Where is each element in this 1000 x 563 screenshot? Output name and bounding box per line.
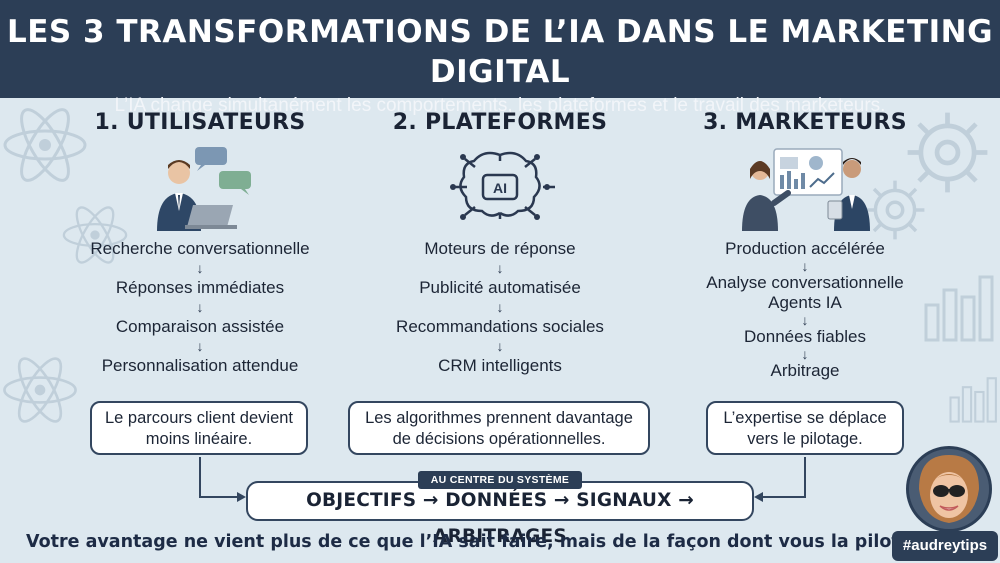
down-arrow-icon: ↓ <box>496 338 504 354</box>
column-marketeurs: 3. MARKETEURS Production accélérée ↓ Ana… <box>665 110 945 381</box>
avatar <box>906 446 992 532</box>
down-arrow-icon: ↓ <box>496 299 504 315</box>
column-utilisateurs: 1. UTILISATEURS Recherche conversationne… <box>60 110 340 376</box>
gear-icon <box>907 112 988 193</box>
note-box-utilisateurs: Le parcours client devient moins linéair… <box>90 401 308 455</box>
note-line: Les algorithmes prennent davantage <box>365 409 633 427</box>
page-subtitle: L’IA change simultanément les comporteme… <box>114 95 886 116</box>
gear-icon <box>865 180 925 240</box>
down-arrow-icon: ↓ <box>196 299 204 315</box>
note-line: de décisions opérationnelles. <box>392 430 606 448</box>
header-banner: LES 3 TRANSFORMATIONS DE L’IA DANS LE MA… <box>0 0 1000 116</box>
user-laptop-icon <box>157 147 251 231</box>
column-plateformes: 2. PLATEFORMES AI Moteurs de réponse ↓ P… <box>360 110 640 376</box>
marketers-dashboard-icon <box>742 148 870 231</box>
down-arrow-icon: ↓ <box>196 260 204 276</box>
step-item: Comparaison assistée <box>115 317 285 336</box>
hashtag-badge: #audreytips <box>892 531 998 561</box>
column-title: 3. MARKETEURS <box>703 110 907 135</box>
step-item: Recherche conversationnelle <box>90 239 310 258</box>
step-item: Recommandations sociales <box>396 317 604 336</box>
down-arrow-icon: ↓ <box>196 338 204 354</box>
step-item: Publicité automatisée <box>419 278 581 297</box>
down-arrow-icon: ↓ <box>801 346 809 362</box>
avatar-portrait-icon <box>909 449 989 529</box>
note-line: Le parcours client devient <box>104 409 294 427</box>
step-item: Données fiables <box>744 327 866 346</box>
column-title: 2. PLATEFORMES <box>392 110 608 135</box>
step-item: Moteurs de réponse <box>424 239 576 258</box>
ai-brain-icon: AI <box>450 151 555 220</box>
step-item: Personnalisation attendue <box>101 356 299 375</box>
down-arrow-icon: ↓ <box>801 312 809 328</box>
down-arrow-icon: ↓ <box>801 258 809 274</box>
bar-chart-icon <box>949 377 997 423</box>
column-title: 1. UTILISATEURS <box>94 110 306 135</box>
step-item: Analyse conversationnelle <box>706 273 904 292</box>
ai-icon-label: AI <box>493 180 507 196</box>
note-box-marketeurs: L’expertise se déplace vers le pilotage. <box>706 401 904 455</box>
atom-icon <box>3 357 77 423</box>
note-line: moins linéaire. <box>145 430 253 448</box>
atom-icon <box>3 108 87 182</box>
step-item: Production accélérée <box>725 239 885 258</box>
bar-chart-icon <box>924 275 994 342</box>
note-line: vers le pilotage. <box>747 430 863 448</box>
note-box-plateformes: Les algorithmes prennent davantage de dé… <box>348 401 650 455</box>
footer-statement: Votre avantage ne vient plus de ce que l… <box>26 532 929 552</box>
down-arrow-icon: ↓ <box>496 260 504 276</box>
atom-icon <box>62 206 128 264</box>
center-flow-box: OBJECTIFS → DONNÉES → SIGNAUX → ARBITRAG… <box>246 481 754 547</box>
step-item: Agents IA <box>768 293 842 312</box>
step-item: Arbitrage <box>770 361 840 380</box>
page-title: LES 3 TRANSFORMATIONS DE L’IA DANS LE MA… <box>6 14 994 90</box>
step-item: Réponses immédiates <box>115 278 285 297</box>
step-item: CRM intelligents <box>438 356 562 375</box>
center-label: AU CENTRE DU SYSTÈME <box>418 471 582 489</box>
note-line: L’expertise se déplace <box>723 409 887 427</box>
